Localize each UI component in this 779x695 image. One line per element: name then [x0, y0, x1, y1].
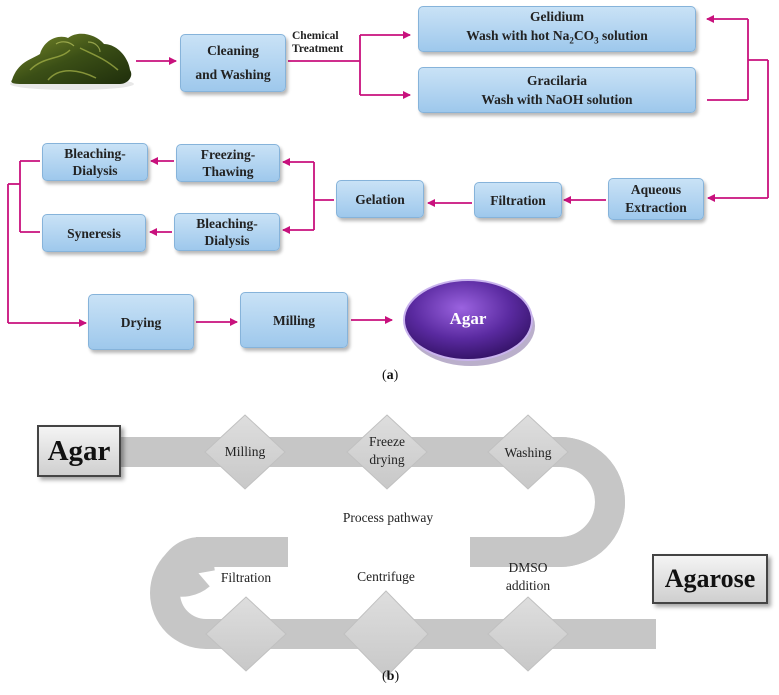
panel-a-connectors: [7, 15, 769, 366]
drying-label: Drying: [120, 314, 162, 330]
seaweed-image: [10, 33, 134, 90]
gelation-label: Gelation: [355, 191, 405, 207]
box-gelation: Gelation: [336, 180, 424, 218]
bleach1-line1: Bleaching-: [64, 146, 126, 161]
agar-label: Agar: [47, 434, 111, 467]
agarose-box: Agarose: [652, 554, 768, 604]
syneresis-label: Syneresis: [67, 225, 121, 241]
agar-box: Agar: [37, 425, 121, 477]
diamond-milling: [204, 414, 286, 490]
aqueous-line2: Extraction: [625, 200, 687, 215]
bleach2-line1: Bleaching-: [196, 216, 258, 231]
diamond-dmso: [487, 596, 569, 672]
bleach2-line2: Dialysis: [204, 233, 250, 248]
cleaning-line2: and Washing: [195, 67, 271, 82]
box-gelidium: Gelidium Wash with hot Na2CO3 solution: [418, 6, 696, 52]
box-filtration: Filtration: [474, 182, 562, 218]
diamond-filtration: [205, 596, 287, 672]
gracilaria-line2: Wash with NaOH solution: [481, 92, 633, 107]
aqueous-line1: Aqueous: [630, 182, 682, 197]
panel-b-pathway: [120, 414, 656, 678]
gracilaria-line1: Gracilaria: [527, 73, 587, 88]
filtration-label: Filtration: [490, 192, 546, 208]
chemical-treatment-label: Chemical Treatment: [292, 30, 343, 56]
box-bleaching-dialysis-1: Bleaching- Dialysis: [42, 143, 148, 181]
freezing-line2: Thawing: [202, 164, 254, 179]
milling-label: Milling: [272, 312, 315, 328]
bleach1-line2: Dialysis: [72, 163, 118, 178]
gelidium-line2: Wash with hot Na2CO3 solution: [466, 28, 648, 46]
diamond-freeze-drying: [346, 414, 428, 490]
agarose-label: Agarose: [664, 564, 756, 593]
agar-oval-label: Agar: [449, 309, 487, 328]
step-milling: Milling: [224, 444, 266, 459]
caption-a: (a): [382, 368, 399, 383]
chemical-line1: Chemical: [292, 30, 339, 42]
chemical-line2: Treatment: [292, 43, 344, 55]
process-pathway-label: Process pathway: [342, 510, 434, 525]
step-centrifuge: Centrifuge: [357, 569, 415, 584]
box-freezing-thawing: Freezing- Thawing: [176, 144, 280, 182]
step-washing: Washing: [504, 445, 552, 460]
cleaning-line1: Cleaning: [207, 43, 259, 58]
diamond-centrifuge: [343, 590, 429, 678]
box-drying: Drying: [88, 294, 194, 350]
freezing-line1: Freezing-: [200, 147, 256, 162]
box-milling: Milling: [240, 292, 348, 348]
step-filtration: Filtration: [220, 570, 272, 585]
caption-b: (b): [382, 669, 400, 684]
diamond-washing: [487, 414, 569, 490]
box-bleaching-dialysis-2: Bleaching- Dialysis: [174, 213, 280, 251]
box-aqueous-extraction: Aqueous Extraction: [608, 178, 704, 220]
box-syneresis: Syneresis: [42, 214, 146, 252]
box-cleaning-washing: Cleaning and Washing: [180, 34, 286, 92]
gelidium-line1: Gelidium: [529, 9, 584, 25]
agar-oval: [403, 279, 535, 366]
box-gracilaria: Gracilaria Wash with NaOH solution: [418, 67, 696, 113]
